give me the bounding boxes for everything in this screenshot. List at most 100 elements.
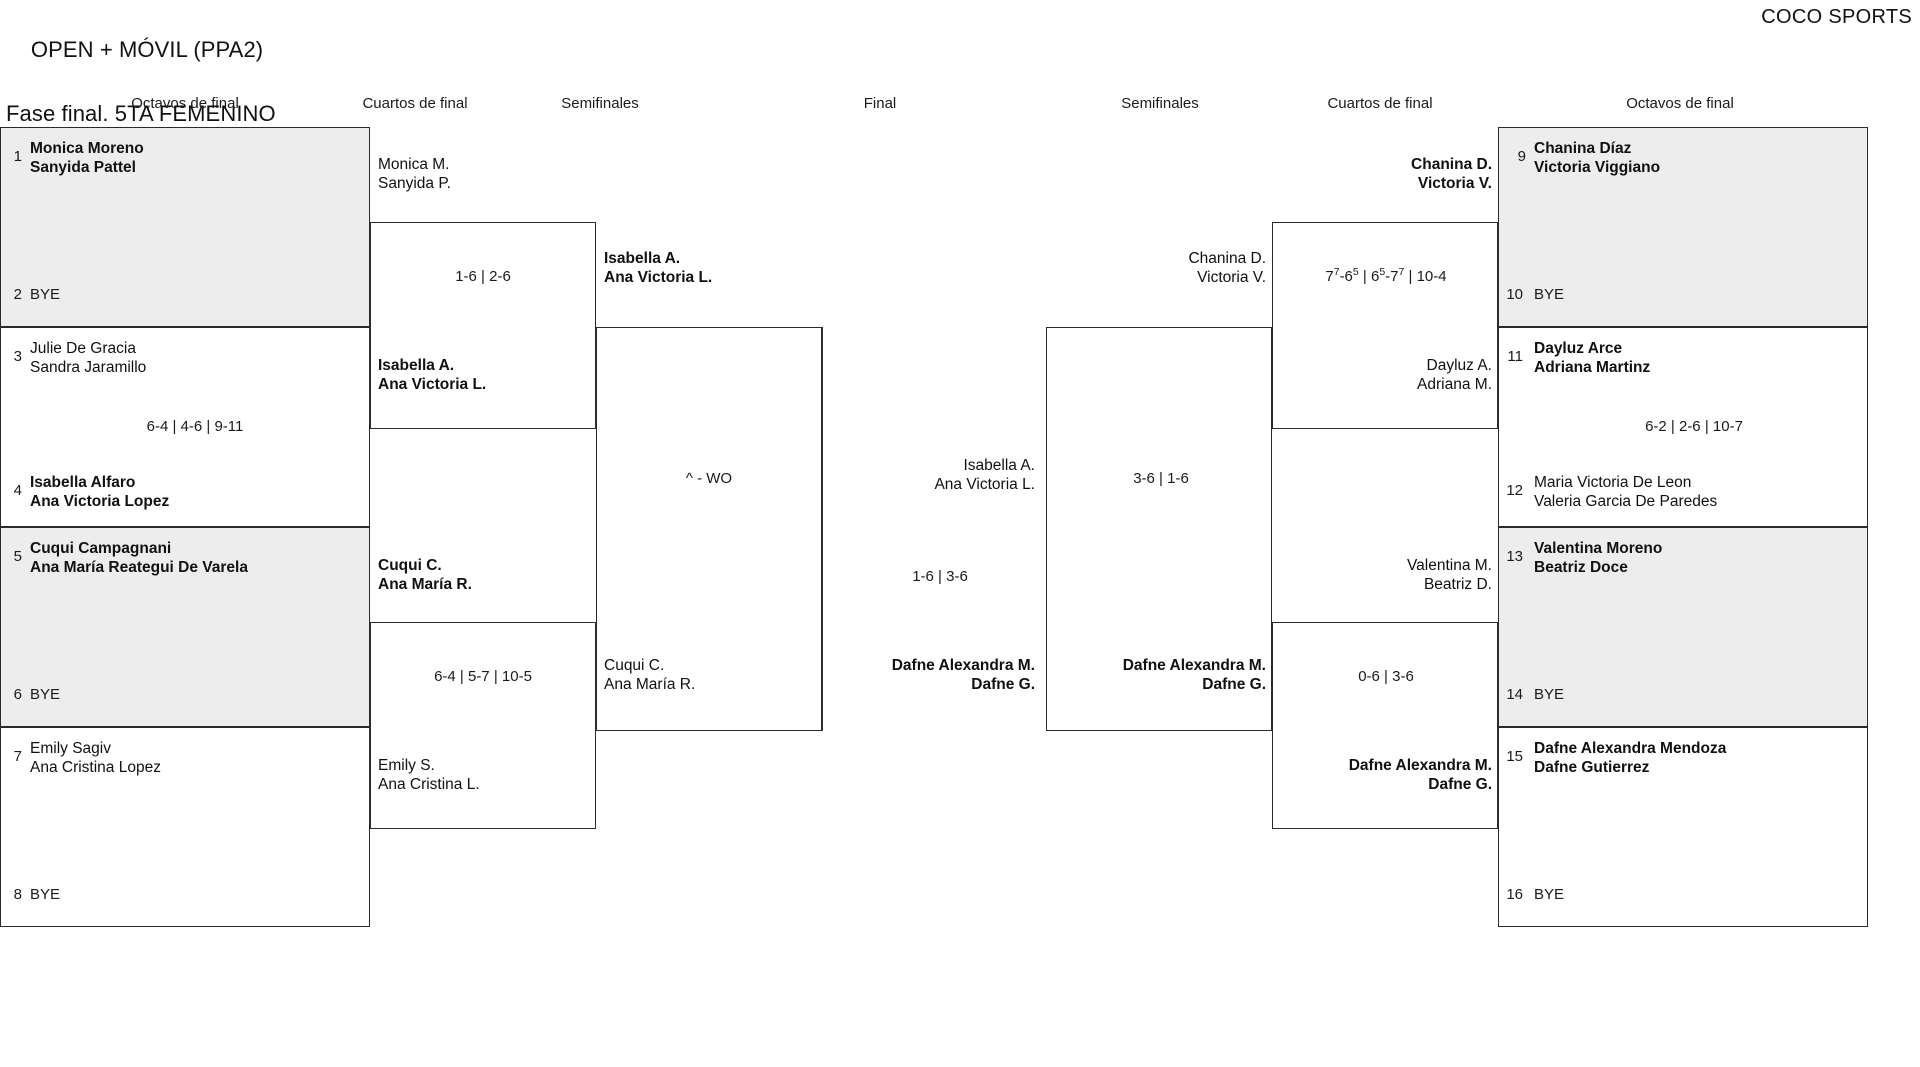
final-divider [822,327,823,731]
round-header-cuartos-right: Cuartos de final [1327,95,1433,112]
seed-player-11a: Dayluz Arce [1534,340,1623,357]
sf-right-1b: Victoria V. [1197,269,1266,286]
seed-number-9: 9 [1517,148,1526,165]
qf-left-3b: Ana María R. [378,576,472,593]
tb-set2-a-sup: 5 [1379,266,1386,278]
sf-left-1a: Isabella A. [604,250,681,267]
seed-number-12: 12 [1506,482,1523,499]
score-right-qf-2: 0-6 | 3-6 [1358,668,1414,685]
seed-pair-11-12[interactable] [1498,327,1868,527]
round-header-cuartos-left: Cuartos de final [362,95,468,112]
seed-number-11: 11 [1507,348,1523,365]
seed-bye-8: BYE [30,886,61,903]
seed-players-9: Chanina Díaz Victoria Viggiano [1534,139,1660,177]
seed-player-15b: Dafne Gutierrez [1534,759,1650,776]
qf-right-player-3: Valentina M. Beatriz D. [1278,556,1492,594]
seed-number-14: 14 [1506,686,1523,703]
qf-right-player-1: Chanina D. Victoria V. [1278,155,1492,193]
seed-player-9a: Chanina Díaz [1534,140,1632,157]
seed-bye-2: BYE [30,286,61,303]
title-line-1: OPEN + MÓVIL (PPA2) [30,37,264,62]
sf-left-player-1: Isabella A. Ana Victoria L. [604,249,712,287]
seed-players-7: Emily Sagiv Ana Cristina Lopez [30,739,161,777]
seed-player-7b: Ana Cristina Lopez [30,759,161,776]
score-left-r16-3v4: 6-4 | 4-6 | 9-11 [146,418,244,435]
qf-left-player-1: Monica M. Sanyida P. [378,155,451,193]
seed-number-8: 8 [13,886,22,903]
seed-number-5: 5 [13,548,22,565]
seed-players-5: Cuqui Campagnani Ana María Reategui De V… [30,539,248,577]
sf-right-player-1: Chanina D. Victoria V. [1052,249,1266,287]
qf-left-player-3: Cuqui C. Ana María R. [378,556,472,594]
sf-left-2a: Cuqui C. [604,657,665,674]
sf-connector-left [596,327,822,731]
qf-right-4a: Dafne Alexandra M. [1348,757,1492,774]
seed-players-1: Monica Moreno Sanyida Pattel [30,139,144,177]
score-right-qf-1: 77-65 | 65-77 | 10-4 [1278,266,1494,285]
round-header-octavos-left: Octavos de final [131,95,239,112]
tb-set2-b: -7 [1385,268,1399,285]
seed-pair-9-10[interactable] [1498,127,1868,327]
qf-left-3a: Cuqui C. [378,557,442,574]
tb-set1-a: 7 [1325,268,1334,285]
seed-number-13: 13 [1506,548,1523,565]
final-1b: Ana Victoria L. [934,476,1035,493]
sf-left-player-2: Cuqui C. Ana María R. [604,656,695,694]
brand-label: COCO SPORTS [1761,6,1912,28]
sf-connector-right [1046,327,1272,731]
sf-left-2b: Ana María R. [604,676,696,693]
seed-player-11b: Adriana Martinz [1534,359,1651,376]
seed-player-13b: Beatriz Doce [1534,559,1628,576]
qf-left-2a: Isabella A. [378,357,455,374]
seed-number-3: 3 [13,348,22,365]
round-header-semis-right: Semifinales [1121,95,1199,112]
seed-pair-5-6[interactable] [0,527,370,727]
sf-left-1b: Ana Victoria L. [604,269,713,286]
seed-pair-15-16[interactable] [1498,727,1868,927]
seed-player-3b: Sandra Jaramillo [30,359,147,376]
qf-right-player-4: Dafne Alexandra M. Dafne G. [1278,756,1492,794]
qf-left-2b: Ana Victoria L. [378,376,487,393]
qf-right-1a: Chanina D. [1411,156,1492,173]
seed-bye-6: BYE [30,686,61,703]
final-player-1: Isabella A. Ana Victoria L. [780,456,1035,494]
sf-right-2b: Dafne G. [1202,676,1266,693]
sf-right-1a: Chanina D. [1188,250,1266,267]
score-left-sf: ^ - WO [685,470,733,487]
tb-set2-b-sup: 7 [1398,266,1405,278]
seed-players-4: Isabella Alfaro Ana Victoria Lopez [30,473,169,511]
qf-right-3a: Valentina M. [1406,557,1492,574]
score-final: 1-6 | 3-6 [912,568,968,585]
qf-right-4b: Dafne G. [1428,776,1492,793]
seed-number-2: 2 [13,286,22,303]
seed-pair-3-4[interactable] [0,327,370,527]
seed-number-4: 4 [13,482,22,499]
seed-pair-13-14[interactable] [1498,527,1868,727]
seed-pair-7-8[interactable] [0,727,370,927]
seed-player-4a: Isabella Alfaro [30,474,136,491]
qf-left-4a: Emily S. [378,757,435,774]
seed-players-3: Julie De Gracia Sandra Jaramillo [30,339,146,377]
score-right-r16-11v12: 6-2 | 2-6 | 10-7 [1645,418,1743,435]
seed-player-15a: Dafne Alexandra Mendoza [1534,740,1727,757]
qf-left-player-2: Isabella A. Ana Victoria L. [378,356,486,394]
seed-player-1b: Sanyida Pattel [30,159,136,176]
seed-player-5a: Cuqui Campagnani [30,540,172,557]
seed-players-12: Maria Victoria De Leon Valeria Garcia De… [1534,473,1717,511]
seed-number-10: 10 [1506,286,1523,303]
qf-left-1a: Monica M. [378,156,450,173]
qf-right-1b: Victoria V. [1417,175,1492,192]
seed-player-4b: Ana Victoria Lopez [30,493,170,510]
seed-player-12b: Valeria Garcia De Paredes [1534,493,1718,510]
seed-number-7: 7 [13,748,22,765]
score-left-qf-2: 6-4 | 5-7 | 10-5 [434,668,532,685]
tb-set2-a: | 6 [1358,268,1380,285]
seed-player-1a: Monica Moreno [30,140,144,157]
qf-right-player-2: Dayluz A. Adriana M. [1278,356,1492,394]
seed-pair-1-2[interactable] [0,127,370,327]
qf-connector-left-2 [370,622,596,829]
qf-right-3b: Beatriz D. [1423,576,1492,593]
seed-player-9b: Victoria Viggiano [1534,159,1661,176]
tb-set1-b: -6 [1339,268,1353,285]
